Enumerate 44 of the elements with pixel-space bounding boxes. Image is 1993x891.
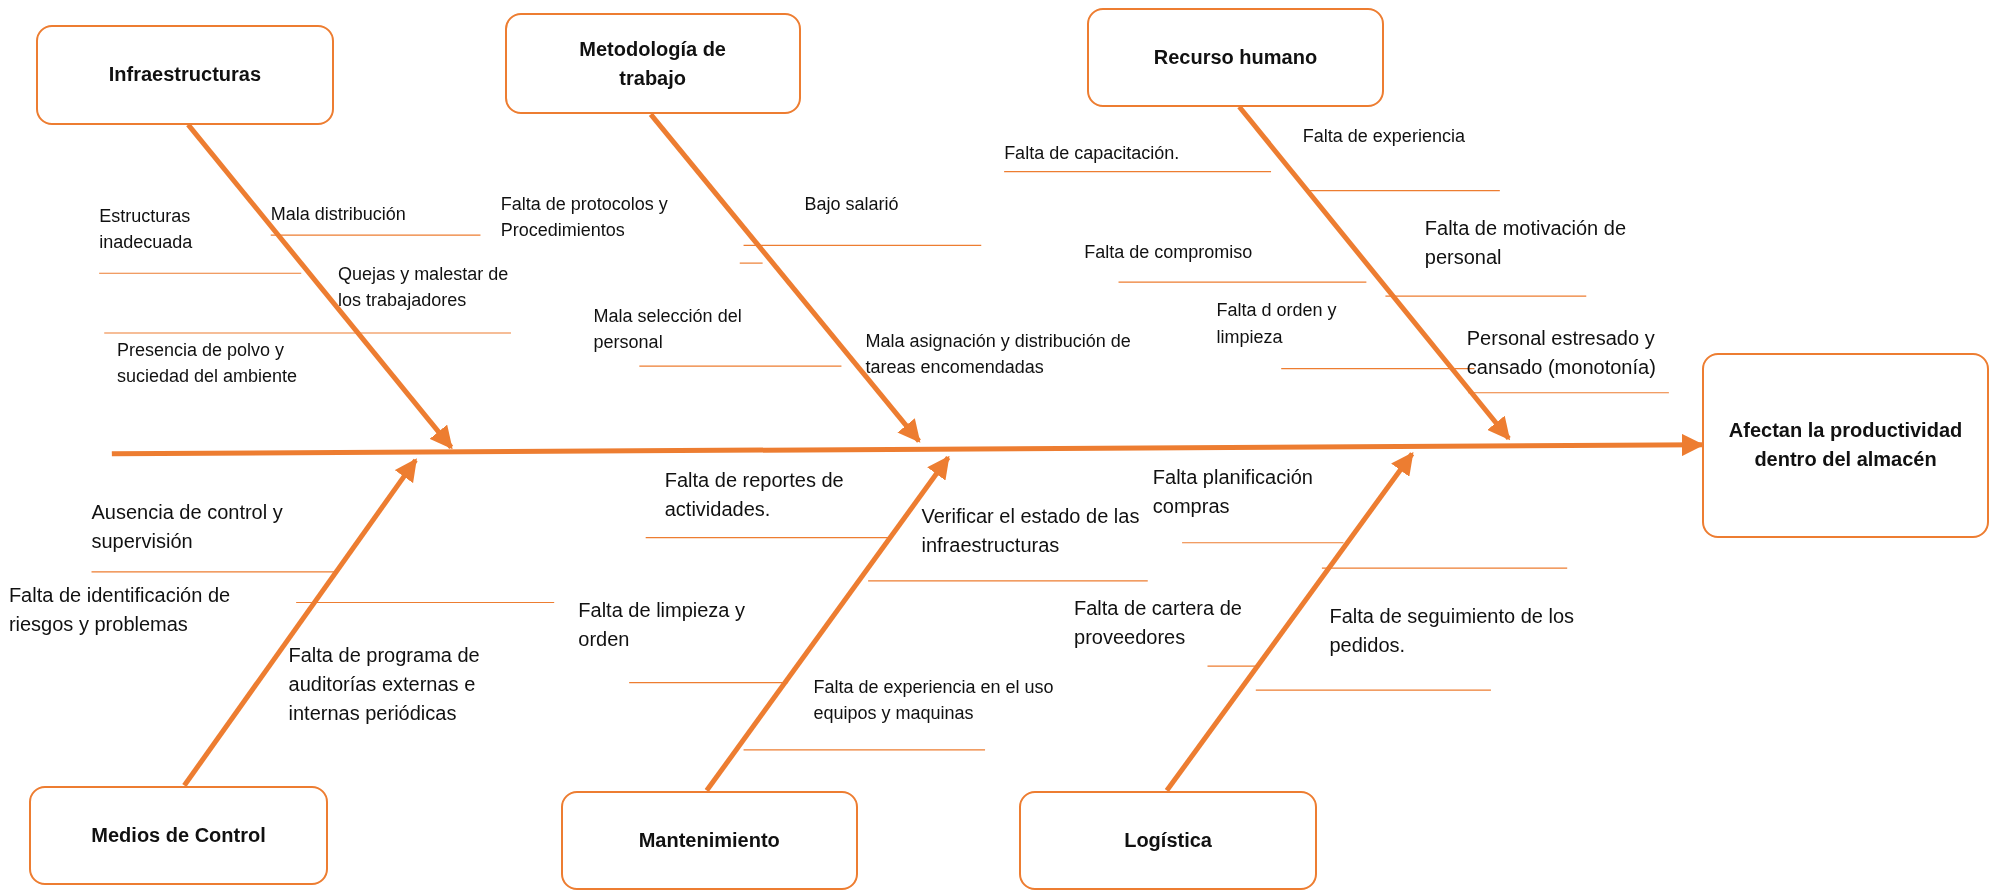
- cause-label: Verificar el estado de las infraestructuras: [921, 504, 1141, 559]
- cause-label: Falta de capacitación.: [1004, 141, 1181, 165]
- box-title: Mantenimiento: [637, 827, 781, 853]
- category-box: [29, 785, 328, 885]
- cause-label: Falta de limpieza y orden: [578, 598, 747, 653]
- box-title: Metodología de trabajo: [578, 36, 727, 91]
- cause-label: Falta de compromiso: [1084, 240, 1254, 264]
- cause-label: Falta de experiencia: [1302, 125, 1466, 149]
- cause-label: Mala distribución: [270, 202, 407, 226]
- cause-label: Mala selección del personal: [593, 304, 743, 354]
- cause-label: Falta de seguimiento de los pedidos.: [1329, 604, 1576, 659]
- bone-arrow: [648, 112, 921, 443]
- bone-arrow: [186, 123, 454, 450]
- cause-label: Falta de reportes de actividades.: [664, 468, 845, 523]
- cause-label: Falta de protocolos y Procedimientos: [500, 192, 669, 242]
- cause-label: Falta de cartera de proveedores: [1074, 595, 1243, 650]
- cause-label: Falta de identificación de riesgos y problemas: [8, 582, 232, 637]
- cause-label: Falta planificación compras: [1152, 464, 1314, 519]
- cause-label: Estructuras inadecuada: [99, 205, 194, 255]
- cause-label: Falta de programa de auditorías externas e internas periódicas: [288, 642, 481, 726]
- cause-label: Quejas y malestar de los trabajadores: [338, 262, 510, 312]
- box-title: Infraestructuras: [107, 62, 263, 88]
- cause-label: Mala asignación y distribución de tareas encomendadas: [865, 329, 1132, 379]
- cause-label: Bajo salarió: [804, 192, 900, 216]
- cause-label: Presencia de polvo y suciedad del ambiente: [116, 338, 299, 388]
- cause-label: Falta de experiencia en el uso equipos y maquinas: [813, 675, 1055, 725]
- box-title: Afectan la productividad dentro del almacén: [1727, 418, 1964, 473]
- cause-label: Personal estresado y cansado (monotonía): [1466, 326, 1657, 381]
- category-box: [1086, 7, 1385, 107]
- cause-label: Ausencia de control y supervisión: [91, 500, 284, 555]
- category-box: [1019, 790, 1317, 890]
- bone-arrow: [704, 455, 951, 793]
- bone-arrow: [182, 458, 418, 787]
- bone-arrow: [1237, 105, 1511, 441]
- effect-box: [1701, 353, 1990, 538]
- bone-arrow: [1164, 451, 1415, 793]
- cause-label: Falta de motivación de personal: [1424, 215, 1628, 270]
- category-box: [35, 25, 335, 125]
- cause-label: Falta d orden y limpieza: [1216, 299, 1338, 349]
- box-title: Medios de Control: [90, 822, 267, 848]
- box-title: Recurso humano: [1152, 44, 1319, 70]
- box-title: Logística: [1123, 827, 1213, 853]
- category-box: [504, 12, 801, 115]
- category-box: [560, 790, 858, 890]
